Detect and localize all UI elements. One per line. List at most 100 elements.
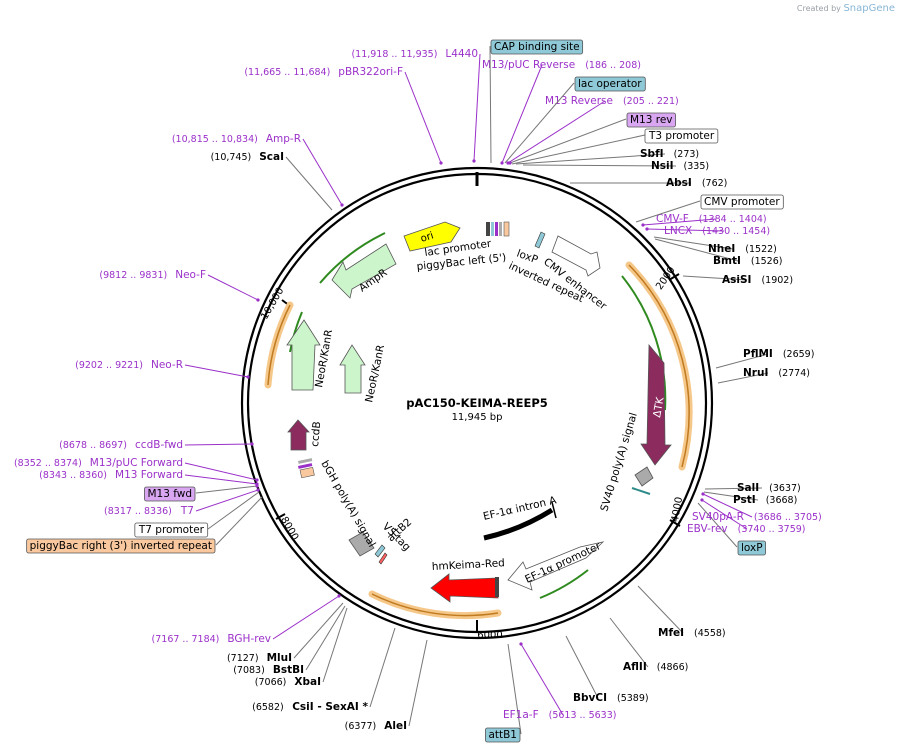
label-nsii[interactable]: NsiI(335) <box>522 160 709 172</box>
label-t7prom-name: T7 promoter <box>138 524 205 536</box>
label-ccdbf[interactable]: ccdB-fwd(8678 .. 8697) <box>59 439 254 451</box>
svg-text:bGH poly(A) signal: bGH poly(A) signal <box>318 459 377 550</box>
feature-tk: ΔTK <box>640 343 672 466</box>
label-mlui[interactable]: MluI(7127) <box>227 602 344 664</box>
label-nrui-range: (2774) <box>778 368 810 379</box>
label-ef1af[interactable]: EF1a-F(5613 .. 5633) <box>503 642 616 721</box>
label-sali[interactable]: SalI(3637) <box>704 482 801 494</box>
label-ebvrev-range: (3740 .. 3759) <box>738 524 806 535</box>
label-m13rev[interactable]: M13 rev <box>508 112 676 165</box>
label-t3prom[interactable]: T3 promoter <box>511 128 719 165</box>
feature-ef1a-promoter: EF-1α promoter <box>507 540 605 591</box>
label-sbfi[interactable]: SbfI(273) <box>515 148 700 165</box>
label-m13reverse[interactable]: M13 Reverse (205 .. 221) <box>506 95 679 165</box>
label-m13puc-name: M13/pUC Reverse <box>482 59 575 71</box>
label-nhei-name: NheI <box>708 243 735 255</box>
label-m13f[interactable]: M13 Forward(8343 .. 8360) <box>39 469 259 486</box>
label-m13pucf[interactable]: M13/pUC Forward(8352 .. 8374) <box>14 457 259 482</box>
label-lncx-range: (1430 .. 1454) <box>702 226 770 237</box>
label-m13reverse-range: (205 .. 221) <box>623 96 679 107</box>
label-neor-p-name: Neo-R <box>151 359 183 371</box>
label-csii[interactable]: CsiI - SexAI *(6582) <box>252 627 396 713</box>
label-capbs[interactable]: CAP binding site <box>489 39 584 164</box>
label-asisi[interactable]: AsiSI(1902) <box>682 274 793 286</box>
label-t7[interactable]: T7(8317 .. 8336) <box>104 488 260 517</box>
svg-text:hmKeima-Red: hmKeima-Red <box>432 557 506 573</box>
label-aflii-range: (4866) <box>657 662 689 673</box>
label-attb1[interactable]: attB1 <box>485 643 522 743</box>
label-capbs-name: CAP binding site <box>494 41 580 53</box>
feature-ampr: AmpR <box>331 243 397 299</box>
label-alei-name: AleI <box>384 720 407 732</box>
label-ampr-p-range: (10,815 .. 10,834) <box>172 134 258 145</box>
label-scai[interactable]: ScaI(10,745) <box>211 151 333 211</box>
label-pbright[interactable]: piggyBac right (3') inverted repeat <box>26 496 263 554</box>
label-absi[interactable]: AbsI(762) <box>570 177 727 189</box>
label-pbr322-range: (11,665 .. 11,684) <box>244 67 330 78</box>
label-ef1af-name: EF1a-F <box>503 709 539 721</box>
label-nsii-name: NsiI <box>651 160 674 172</box>
label-bmti[interactable]: BmtI(1526) <box>654 238 783 267</box>
label-t7-name: T7 <box>180 505 194 517</box>
label-sbfi-range: (273) <box>674 149 700 160</box>
label-ampr-p[interactable]: Amp-R(10,815 .. 10,834) <box>172 133 344 207</box>
label-ebvrev-name: EBV-rev <box>687 523 728 535</box>
label-m13puc[interactable]: M13/pUC Reverse (186 .. 208) <box>482 59 641 165</box>
label-pflmi[interactable]: PflMI (2659) <box>715 348 815 369</box>
label-pflmi-name: PflMI <box>743 348 773 360</box>
label-alei-range: (6377) <box>345 721 377 732</box>
svg-text:EF-1α intron A: EF-1α intron A <box>482 494 558 523</box>
label-csii-name: CsiI - SexAI * <box>292 701 368 713</box>
label-alei[interactable]: AleI (6377) <box>345 639 428 732</box>
label-neof[interactable]: Neo-F(9812 .. 9831) <box>99 269 260 302</box>
tick-4000: 4000 <box>669 496 685 527</box>
label-xbai[interactable]: XbaI(7066) <box>255 607 348 688</box>
label-l4440[interactable]: L4440(11,918 .. 11,935) <box>351 48 481 163</box>
label-bghrev-name: BGH-rev <box>227 633 271 645</box>
label-bmti-range: (1526) <box>751 256 783 267</box>
label-bghrev[interactable]: BGH-rev(7167 .. 7184) <box>152 594 341 645</box>
label-bstbi[interactable]: BstBI(7083) <box>233 605 346 676</box>
label-lncx-name: LNCX <box>664 225 692 237</box>
label-psti[interactable]: PstI(3668) <box>703 491 798 506</box>
label-ebvrev[interactable]: EBV-rev (3740 .. 3759) <box>687 498 806 535</box>
label-loxp2[interactable]: loxP <box>697 502 766 556</box>
label-bstbi-name: BstBI <box>273 664 304 676</box>
label-psti-range: (3668) <box>766 495 798 506</box>
label-aflii[interactable]: AflII(4866) <box>609 617 689 673</box>
feature-ori: ori <box>403 221 461 252</box>
label-nrui[interactable]: NruI(2774) <box>717 367 810 384</box>
label-bbvci[interactable]: BbvCI(5389) <box>565 635 649 704</box>
label-lncx[interactable]: LNCX (1430 .. 1454) <box>645 225 770 237</box>
feature-bgh: bGH poly(A) signal V5 tag attB2 <box>318 459 414 565</box>
external-labels: L4440(11,918 .. 11,935)pBR322ori-F(11,66… <box>14 39 822 743</box>
tick-6000: 6000 <box>476 620 503 641</box>
label-cmvf-name: CMV-F <box>656 213 689 225</box>
svg-text:NeoR/KanR: NeoR/KanR <box>313 329 335 389</box>
label-m13rev-name: M13 rev <box>630 114 673 126</box>
label-m13reverse-name: M13 Reverse <box>545 95 613 107</box>
label-cmvf[interactable]: CMV-F(1384 .. 1404) <box>641 213 767 227</box>
label-asisi-range: (1902) <box>761 275 793 286</box>
label-neor-p-range: (9202 .. 9221) <box>75 360 143 371</box>
label-m13puc-range: (186 .. 208) <box>585 60 641 71</box>
feature-bands <box>264 261 693 620</box>
label-ccdbf-name: ccdB-fwd <box>135 439 183 451</box>
feature-top-markers <box>486 221 546 249</box>
label-sali-name: SalI <box>737 482 759 494</box>
svg-text:8000: 8000 <box>278 515 300 543</box>
label-m13fwd[interactable]: M13 fwd <box>144 484 259 502</box>
label-mfei[interactable]: MfeI(4558) <box>637 585 726 639</box>
label-pflmi-range: (2659) <box>783 349 815 360</box>
label-sv40par[interactable]: SV40pA-R(3686 .. 3705) <box>692 492 822 523</box>
label-lacop[interactable]: lac operator <box>504 76 646 164</box>
plasmid-length: 11,945 bp <box>452 412 503 423</box>
label-neor-p[interactable]: Neo-R (9202 .. 9221) <box>75 359 250 379</box>
svg-text:SV40 poly(A) signal: SV40 poly(A) signal <box>598 411 639 513</box>
label-t7prom[interactable]: T7 promoter <box>134 491 260 538</box>
label-cmvprom[interactable]: CMV promoter <box>635 194 784 223</box>
label-nhei[interactable]: NheI(1522) <box>653 236 777 255</box>
backbone-outer <box>240 166 714 640</box>
label-pbr322[interactable]: pBR322ori-F(11,665 .. 11,684) <box>244 66 443 165</box>
